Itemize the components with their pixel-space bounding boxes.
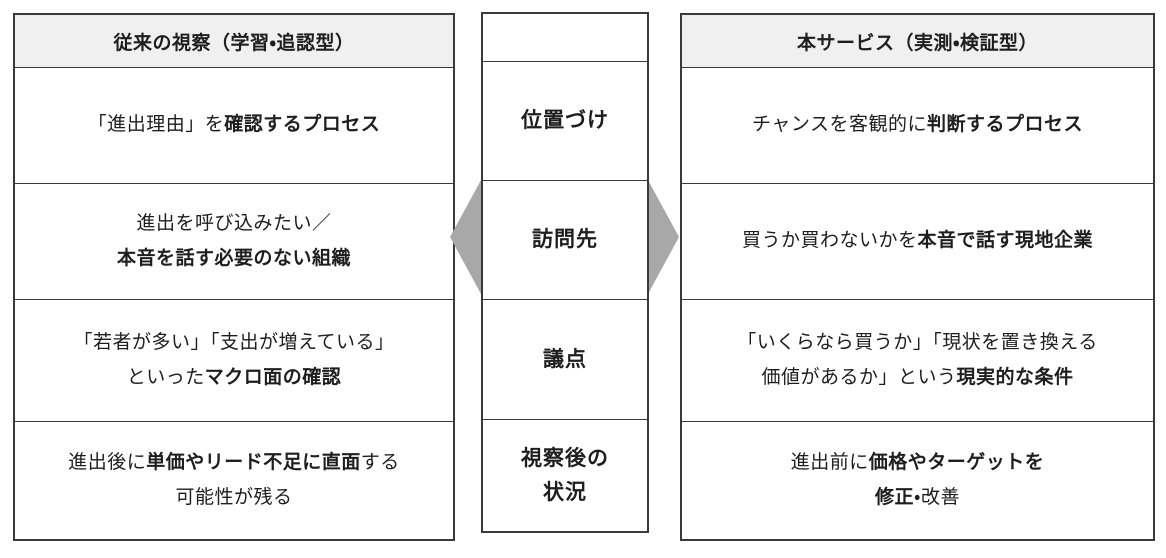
this-service-discussion-points-cell: 「いくらなら買うか」「現状を置き換える価値があるか」という現実的な条件 xyxy=(682,299,1153,421)
this-service-positioning-cell: チャンスを客観的に判断するプロセス xyxy=(682,67,1153,183)
traditional-discussion-points-cell: 「若者が多い」「支出が増えている」といったマクロ面の確認 xyxy=(15,299,453,421)
this-service-table: 本サービス（実測・検証型） チャンスを客観的に判断するプロセス 買うか買わないか… xyxy=(680,13,1155,541)
category-header-spacer-cell xyxy=(483,14,647,61)
traditional-table-header: 従来の視察（学習・追認型） xyxy=(15,15,453,67)
traditional-inspection-table: 従来の視察（学習・追認型） 「進出理由」を確認するプロセス 進出を呼び込みたい／… xyxy=(13,13,455,541)
traditional-positioning-cell: 「進出理由」を確認するプロセス xyxy=(15,67,453,183)
arrow-left-icon xyxy=(450,180,481,294)
this-service-post-inspection-cell: 進出前に価格やターゲットを修正・改善 xyxy=(682,421,1153,539)
category-label-positioning: 位置づけ xyxy=(483,61,647,180)
category-label-visit-destination: 訪問先 xyxy=(483,180,647,299)
category-label-discussion-points: 議点 xyxy=(483,299,647,419)
arrow-right-icon xyxy=(648,180,679,294)
category-label-post-inspection-status: 視察後の 状況 xyxy=(483,419,647,531)
traditional-post-inspection-cell: 進出後に単価やリード不足に直面する可能性が残る xyxy=(15,421,453,539)
this-service-table-header: 本サービス（実測・検証型） xyxy=(682,15,1153,67)
category-label-column: 位置づけ 訪問先 議点 視察後の 状況 xyxy=(481,12,649,533)
this-service-visit-destination-cell: 買うか買わないかを本音で話す現地企業 xyxy=(682,183,1153,299)
traditional-visit-destination-cell: 進出を呼び込みたい／本音を話す必要のない組織 xyxy=(15,183,453,299)
